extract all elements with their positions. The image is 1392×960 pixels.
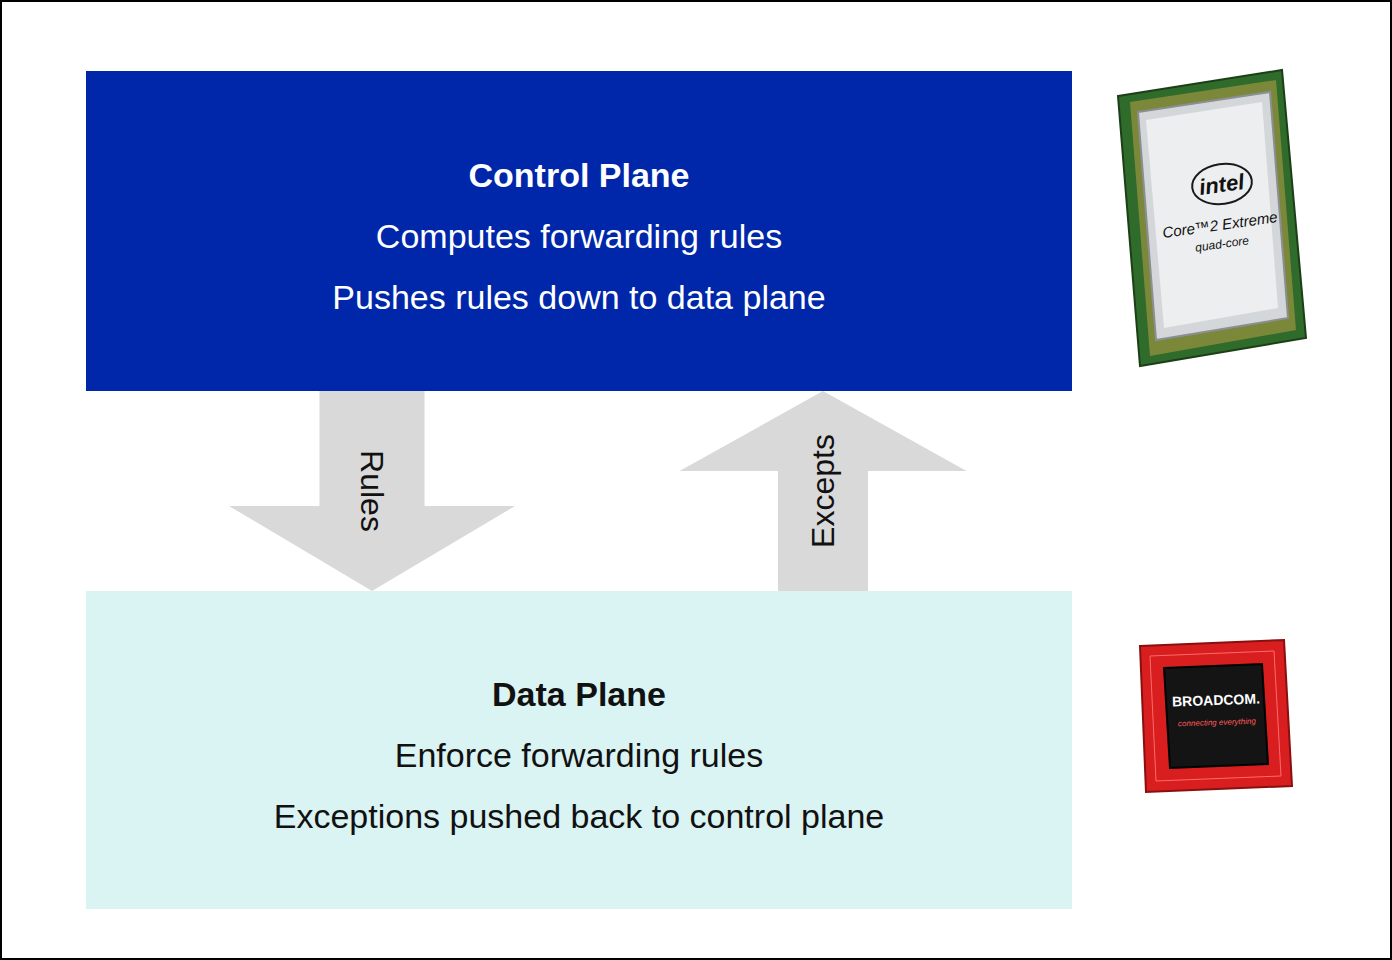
box-body-line: Pushes rules down to data plane [332, 267, 825, 328]
control-plane-box: Control PlaneComputes forwarding rulesPu… [86, 71, 1072, 391]
arrow-label: Rules [353, 448, 391, 534]
box-body-line: Computes forwarding rules [376, 206, 782, 267]
box-heading: Data Plane [492, 664, 666, 725]
data-plane-box: Data PlaneEnforce forwarding rulesExcept… [86, 591, 1072, 909]
box-heading: Control Plane [468, 145, 689, 206]
chip-logo: BROADCOM. [1172, 690, 1260, 709]
box-body-line: Exceptions pushed back to control plane [274, 786, 885, 847]
intel-chip [1118, 70, 1306, 366]
broadcom-chip [1140, 640, 1292, 792]
block-arrow [229, 391, 515, 591]
arrow-label: Excepts [804, 432, 842, 550]
block-arrow [680, 391, 967, 591]
box-body-line: Enforce forwarding rules [395, 725, 764, 786]
